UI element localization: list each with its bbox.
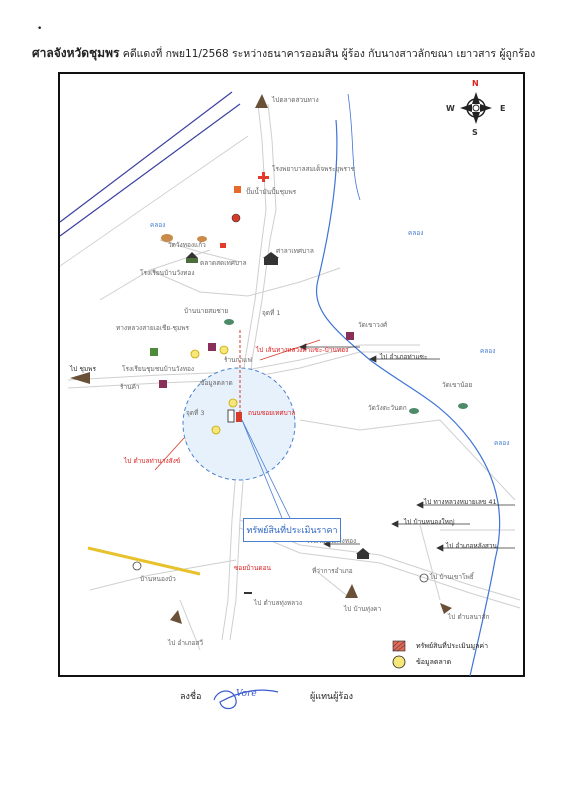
label-house-near: บ้านนายสมชาย	[184, 307, 229, 315]
label-temple-right: วัดเขาวงศ์	[358, 321, 388, 329]
yellow-road	[87, 546, 201, 576]
label-temple-right2: วัดวังตะวันตก	[368, 404, 407, 412]
compass-w: W	[446, 104, 455, 113]
subject-property-icon	[236, 412, 242, 422]
label-temple-left: วัดวังทองแก้ว	[168, 241, 206, 249]
compass-e: E	[500, 104, 506, 113]
highway-band	[59, 91, 233, 223]
fuel-icon	[234, 186, 241, 193]
label-shop: ร้านค้า	[120, 383, 140, 391]
label-dist-left: ไป ตำบลท่านางสังข์	[124, 457, 181, 465]
small-marker	[244, 592, 252, 594]
leaf-icons	[224, 319, 468, 414]
label-east-road1: ไป อำเภอท่าแซะ	[380, 353, 428, 361]
label-bank-road: ทางหลวงสายเอเชีย-ชุมพร	[116, 324, 190, 332]
temple-right-icon	[346, 332, 354, 340]
legend-item-market: ข้อมูลตลาด	[416, 657, 451, 668]
signature-text: Vore	[236, 689, 257, 699]
asset-pointer	[241, 419, 291, 519]
label-dark-mid: ตลาดสดเทศบาล	[200, 259, 247, 267]
label-bottom-right2: ไป ตำบลนาสัก	[448, 613, 490, 621]
compass-s: S	[472, 128, 478, 137]
label-east-road3: ไป บ้านหนองใหญ่	[404, 518, 455, 526]
direction-arrows	[70, 94, 452, 624]
market-points	[190, 345, 238, 435]
label-red2: ซอยบ้านดอน	[234, 564, 271, 572]
label-pt1: จุดที่ 1	[262, 309, 281, 317]
label-bottom-left: บ้านหนองบัว	[140, 575, 176, 583]
asset-callout-box: ทรัพย์สินที่ประเมินราคา	[243, 518, 341, 542]
label-water2: คลอง	[494, 439, 510, 447]
signature-scribble	[213, 689, 279, 710]
red-pointer	[154, 437, 185, 471]
label-pt3: จุดที่ 3	[186, 409, 205, 417]
parking-icons	[161, 234, 207, 242]
shop-icon	[150, 348, 158, 356]
road-network	[67, 103, 521, 651]
government-icon	[263, 252, 279, 265]
signer-role: ผู้แทนผู้ร้อง	[310, 692, 354, 702]
label-top-road: ไปตลาดสวนทาง	[272, 96, 319, 104]
corner-mark: •	[37, 24, 43, 34]
temple-icon	[186, 252, 198, 263]
label-cafe: ร้านกาแฟ	[224, 356, 252, 364]
label-bottom-right1: ไป บ้านทุ่งคา	[344, 605, 382, 613]
label-river: คลอง	[408, 229, 424, 237]
legend-label-property: ทรัพย์สินที่ประเมินมูลค่า	[416, 642, 489, 650]
label-pt2: ข้อมูลตลาด	[200, 379, 233, 387]
east-arrows	[299, 343, 515, 552]
case-title: คดีแดงที่ กพย11/2568 ระหว่างธนาคารออมสิน…	[122, 48, 536, 60]
label-red-road: ถนนซอยเทศบาล	[248, 409, 296, 417]
label-bottom-mid: ไป บ้านเขาโพธิ์	[430, 573, 474, 581]
label-water1: คลอง	[480, 347, 496, 355]
map-frame	[58, 72, 525, 677]
legend-label-market: ข้อมูลตลาด	[416, 658, 452, 666]
pin-icon	[231, 213, 241, 223]
label-temple-mid: วัดเขาน้อย	[442, 381, 473, 389]
legend-swatch-market	[392, 655, 406, 669]
highway-band-2	[59, 103, 241, 237]
label-south-gov: ที่ว่าการอำเภอ	[312, 567, 353, 575]
label-east-road2: ไป ทางหลวงหมายเลข 41	[424, 498, 497, 506]
compass-rose	[460, 92, 492, 124]
label-east-road4: ไป อำเภอหลังสวน	[446, 542, 497, 550]
document-header: ศาลจังหวัดชุมพร คดีแดงที่ กพย11/2568 ระห…	[32, 44, 552, 63]
label-fuel: ปั๊มน้ำมันปั้มชุมพร	[246, 188, 297, 196]
label-to-mid: ไป เส้นทางหลวงท่าแซะ-บ้านทอง	[256, 346, 349, 354]
label-bottom-south: ไป อำเภอสวี	[168, 639, 204, 647]
bank-icon	[208, 343, 216, 351]
label-left-road: ไป ชุมพร	[70, 365, 96, 373]
gas-tank-icons	[132, 561, 429, 583]
legend-item-property: ทรัพย์สินที่ประเมินมูลค่า	[416, 641, 488, 652]
label-hospital: โรงพยาบาลสมเด็จพระยุพราช	[272, 165, 356, 173]
rail-line	[59, 135, 249, 267]
bank-icon-2	[220, 243, 226, 248]
hospital-icon	[258, 172, 269, 182]
sign-label: ลงชื่อ	[180, 692, 202, 702]
label-office: ศาลาเทศบาล	[276, 247, 314, 255]
compass-n: N	[472, 79, 479, 88]
bottom-gov-icon	[356, 548, 370, 559]
radius-circle	[182, 367, 296, 481]
stream	[347, 93, 361, 201]
label-water3: คลอง	[150, 221, 166, 229]
red-pointer-2	[259, 339, 321, 361]
river	[316, 119, 501, 677]
court-name: ศาลจังหวัดชุมพร	[32, 46, 120, 60]
label-school2: โรงเรียนชุมชนบ้านวังทอง	[122, 365, 195, 373]
label-school: โรงเรียนบ้านวังทอง	[140, 269, 195, 277]
school-icon	[159, 380, 167, 388]
label-bottom-center: ไป ตำบลทุ่งหลวง	[254, 599, 302, 607]
